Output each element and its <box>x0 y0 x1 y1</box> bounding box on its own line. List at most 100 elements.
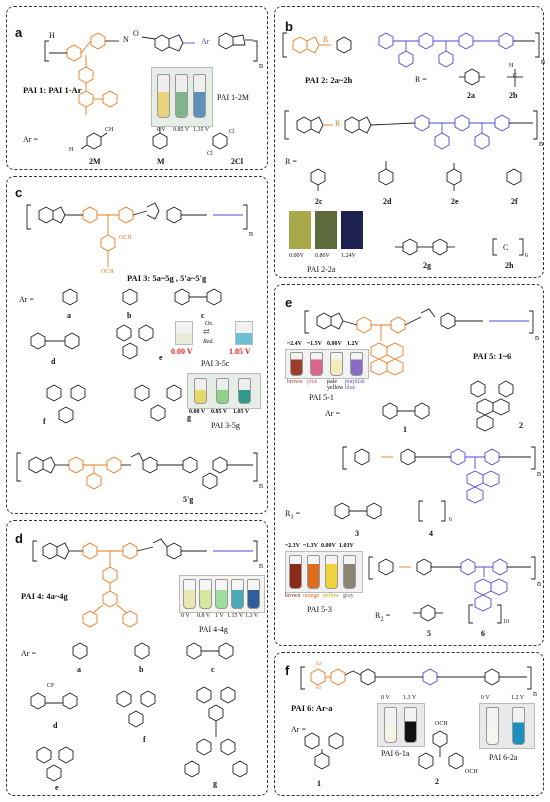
ar-label: Ar = <box>291 725 306 734</box>
atom-o: O <box>133 29 139 38</box>
color-swatch <box>341 211 363 249</box>
voltage-label: 0.86V <box>315 253 330 259</box>
subscript-n: n <box>533 689 537 698</box>
photo-caption: PAI 3-5c <box>201 359 230 368</box>
voltage-label: 0 V <box>481 695 490 701</box>
atom-n: N <box>123 35 129 44</box>
panel-f: f Ar Ar n PAI 6: Ar-a 0 V 1.3 V PAI 6-1a… <box>274 652 544 796</box>
subscript-n: n <box>535 333 539 342</box>
pai4-structure <box>32 538 258 628</box>
color-label: gray <box>343 593 354 599</box>
och3-label: OCH <box>101 269 114 275</box>
voltage-label: 0.00V <box>327 341 342 347</box>
pai5-structure <box>304 308 534 376</box>
voltage-label: 1.24V <box>341 253 356 259</box>
vial-photo <box>285 349 369 379</box>
voltage-label: 1.15 V <box>227 613 244 619</box>
cl-label: Cl <box>207 151 213 157</box>
r1-text: R <box>285 509 291 518</box>
sub-label: 2 <box>519 421 523 430</box>
vial-135v <box>193 74 206 118</box>
sub-label: a <box>67 311 71 320</box>
voltage-label: ~1.3V <box>303 543 318 549</box>
vial-pale-yellow <box>330 352 343 376</box>
sub-label: b <box>127 311 132 320</box>
vial-photo <box>179 575 265 613</box>
och3-label: OCH <box>465 769 478 775</box>
photo-caption: PAI 6-2a <box>489 753 518 762</box>
vial-0v <box>157 74 170 118</box>
r-substituents-bot <box>395 238 524 256</box>
color-label: brown <box>285 593 301 599</box>
sub-label: 2M <box>89 157 101 166</box>
voltage-label: ~1.5V <box>307 341 322 347</box>
pai5-structure-2 <box>342 446 536 504</box>
vial-5c-neutral <box>175 321 193 345</box>
sub-label: 2a <box>467 91 475 100</box>
pai2-structure <box>282 32 540 68</box>
r-tag: R <box>335 119 341 128</box>
panel-label: a <box>15 25 23 40</box>
subscript-n: n <box>249 229 253 238</box>
vial-gray <box>343 555 356 589</box>
r-substituents-top <box>459 68 523 87</box>
photo-caption: PAI 2-2a <box>307 265 336 274</box>
pai3-5g-structure <box>16 452 258 490</box>
subscript-n: n <box>539 139 543 148</box>
sub-label: f <box>143 735 146 744</box>
vial-photo <box>151 67 213 127</box>
sub-label: 2 <box>435 777 439 786</box>
panel-e: e n PAI 5: 1~6 ~2.4V ~1.5V <box>274 284 544 646</box>
sub-label: c <box>211 665 215 674</box>
voltage-label: ~2.4V <box>287 341 302 347</box>
series-title: PAI 1: PAI 1-Ar <box>23 85 82 95</box>
voltage-label: 1.2V <box>347 341 359 347</box>
panel-label: d <box>15 531 23 546</box>
vial-brown <box>289 555 302 589</box>
subscript-n: n <box>537 469 541 478</box>
sub-label: 2Cl <box>231 157 243 166</box>
panel-label: f <box>285 663 290 678</box>
ar-substituents <box>30 288 222 424</box>
pai5-structure-3 <box>368 556 536 612</box>
ar-substituents <box>304 730 464 770</box>
ch3-label: CH <box>105 127 114 133</box>
ox-label: Ox. <box>205 321 214 327</box>
panel-label: b <box>285 19 293 34</box>
photo-caption: PAI 1-2M <box>217 93 249 102</box>
h-label: H <box>509 63 514 69</box>
voltage-label: 0.85 V <box>211 409 228 415</box>
sub-label: f <box>43 417 46 426</box>
pai6-structure <box>300 666 532 690</box>
voltage-label: 0.8 V <box>197 613 211 619</box>
vial-photo <box>377 703 425 747</box>
voltage-label: 1.03V <box>339 543 354 549</box>
photo-caption: PAI 5-3 <box>307 605 332 614</box>
pai2-structure-2 <box>284 110 538 150</box>
voltage-label: 0.00V <box>289 253 304 259</box>
voltage-label: 0 V <box>381 695 390 701</box>
subscript-n: n <box>541 57 545 66</box>
voltage-label: 0.00 V <box>189 409 206 415</box>
vial-000v <box>194 378 207 404</box>
vial-pink <box>310 352 323 376</box>
color-label: pale yellow <box>327 379 344 391</box>
vial-13v <box>247 579 260 609</box>
voltage-label: ~2.3V <box>285 543 300 549</box>
voltage-label: 0.00 V <box>171 347 193 356</box>
sub-label: 1 <box>403 425 407 434</box>
voltage-label: 0 V <box>181 613 190 619</box>
vial-0v <box>183 579 196 609</box>
vial-0v <box>486 707 499 745</box>
photo-caption: PAI 3-5g <box>211 421 240 430</box>
sub-label: d <box>51 357 56 366</box>
sub-label: 3 <box>355 529 359 538</box>
r2-label: R2 = <box>375 611 391 623</box>
sub-label: g <box>213 779 217 788</box>
vial-photo <box>479 703 535 749</box>
sub-label: 2c <box>315 197 323 206</box>
ar-label: Ar = <box>23 135 38 144</box>
sub-label: d <box>53 721 58 730</box>
voltage-label: 0.00V <box>321 543 336 549</box>
subscript-n: n <box>259 561 263 570</box>
